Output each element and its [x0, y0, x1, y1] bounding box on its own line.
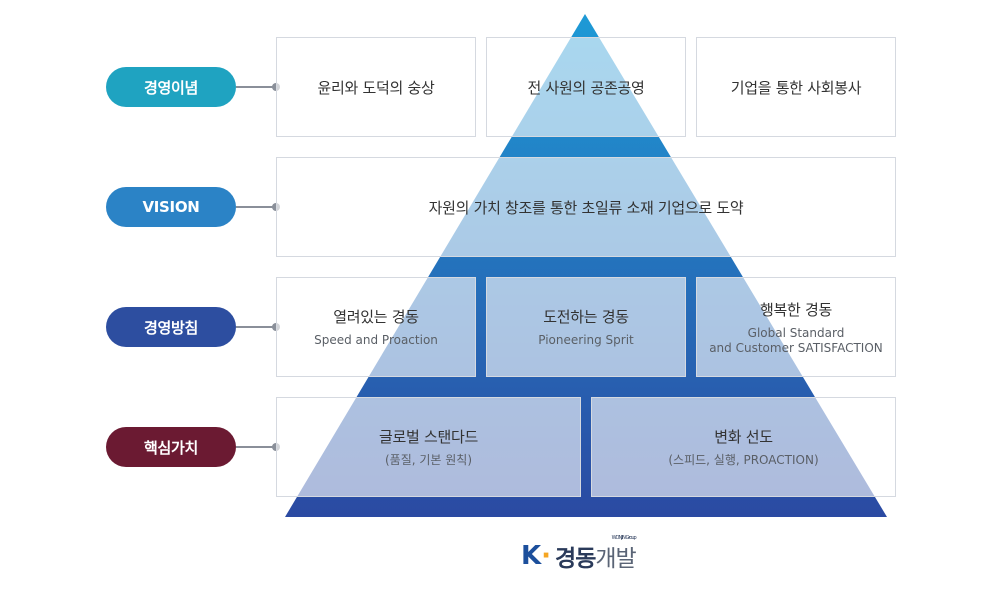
box-subtitle: (품질, 기본 원칙) [384, 453, 473, 467]
pyramid-shape [285, 14, 887, 517]
logo-text-light: 개발 WONJIN Group [595, 535, 636, 573]
core-value-box-global-standard: 글로벌 스탠다드 (품질, 기본 원칙) [276, 397, 581, 497]
box-title: 변화 선도 [714, 428, 773, 446]
logo-text-light-label: 개발 [595, 546, 636, 572]
connector-line [236, 203, 280, 211]
k-logo-icon: K· [521, 541, 552, 571]
label-pill-management-philosophy: 경영이념 [106, 67, 236, 107]
box-subtitle: Speed and Proaction [314, 333, 438, 347]
box-title: 기업을 통한 사회봉사 [730, 78, 862, 97]
company-logo: K· 경동 개발 WONJIN Group [521, 535, 637, 574]
connector-line [236, 83, 280, 91]
box-title: 도전하는 경동 [543, 308, 629, 326]
philosophy-box-coexistence: 전 사원의 공존공영 [486, 37, 686, 137]
policy-box-open: 열려있는 경동 Speed and Proaction [276, 277, 476, 377]
label-pill-management-policy: 경영방침 [106, 307, 236, 347]
box-title: 행복한 경동 [760, 300, 832, 319]
philosophy-box-ethics: 윤리와 도덕의 숭상 [276, 37, 476, 137]
box-subtitle: Pioneering Sprit [538, 333, 634, 347]
box-title: 전 사원의 공존공영 [527, 78, 645, 97]
policy-box-happy: 행복한 경동 Global Standard and Customer SATI… [696, 277, 896, 377]
box-subtitle-line-2: and Customer SATISFACTION [709, 340, 883, 355]
box-title: 윤리와 도덕의 숭상 [317, 78, 435, 97]
logo-text-bold: 경동 [555, 546, 596, 572]
label-pill-core-values: 핵심가치 [106, 427, 236, 467]
core-value-box-lead-change: 변화 선도 (스피드, 실행, PROACTION) [591, 397, 896, 497]
box-subtitle: Global Standard and Customer SATISFACTIO… [709, 326, 883, 356]
box-subtitle: (스피드, 실행, PROACTION) [668, 453, 819, 467]
policy-box-challenge: 도전하는 경동 Pioneering Sprit [486, 277, 686, 377]
logo-tiny-text: WONJIN Group [611, 535, 637, 541]
box-title: 글로벌 스탠다드 [379, 428, 478, 446]
philosophy-box-social-service: 기업을 통한 사회봉사 [696, 37, 896, 137]
vision-box: 자원의 가치 창조를 통한 초일류 소재 기업으로 도약 [276, 157, 896, 257]
box-subtitle-line-1: Global Standard [747, 325, 845, 340]
box-title: 열려있는 경동 [333, 308, 419, 326]
box-title: 자원의 가치 창조를 통한 초일류 소재 기업으로 도약 [428, 198, 744, 217]
connector-line [236, 443, 280, 451]
connector-line [236, 323, 280, 331]
label-pill-vision: VISION [106, 187, 236, 227]
